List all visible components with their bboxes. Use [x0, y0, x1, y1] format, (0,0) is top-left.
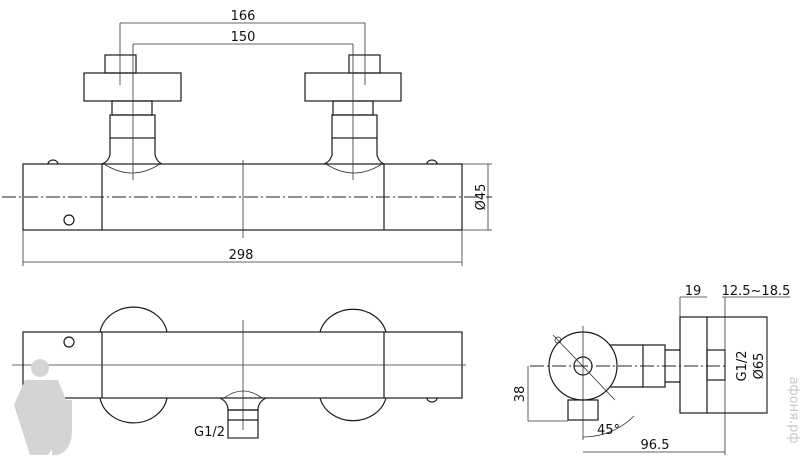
dim-19: 19 — [685, 284, 702, 299]
front-view: G1/2 — [12, 306, 466, 440]
dim-298: 298 — [229, 248, 254, 263]
angle-45: 45° — [597, 423, 620, 438]
dim-150: 150 — [231, 30, 256, 45]
outlet-thread-label: G1/2 — [194, 425, 225, 440]
top-view: 166 150 298 Ø45 — [2, 9, 492, 266]
dim-166: 166 — [231, 9, 256, 24]
dim-adjust: 12.5~18.5 — [722, 284, 791, 299]
dim-96-5: 96.5 — [641, 438, 670, 453]
plumber-logo — [14, 359, 72, 455]
dim-diameter-45: Ø45 — [474, 184, 489, 211]
inlet-thread-label: G1/2 — [735, 351, 750, 382]
side-view: 19 12.5~18.5 Ø65 G1/2 38 96.5 45° — [513, 284, 790, 455]
watermark-text: афоня.рф — [786, 377, 800, 444]
dim-diameter-65: Ø65 — [752, 353, 767, 380]
dim-38: 38 — [513, 386, 528, 403]
